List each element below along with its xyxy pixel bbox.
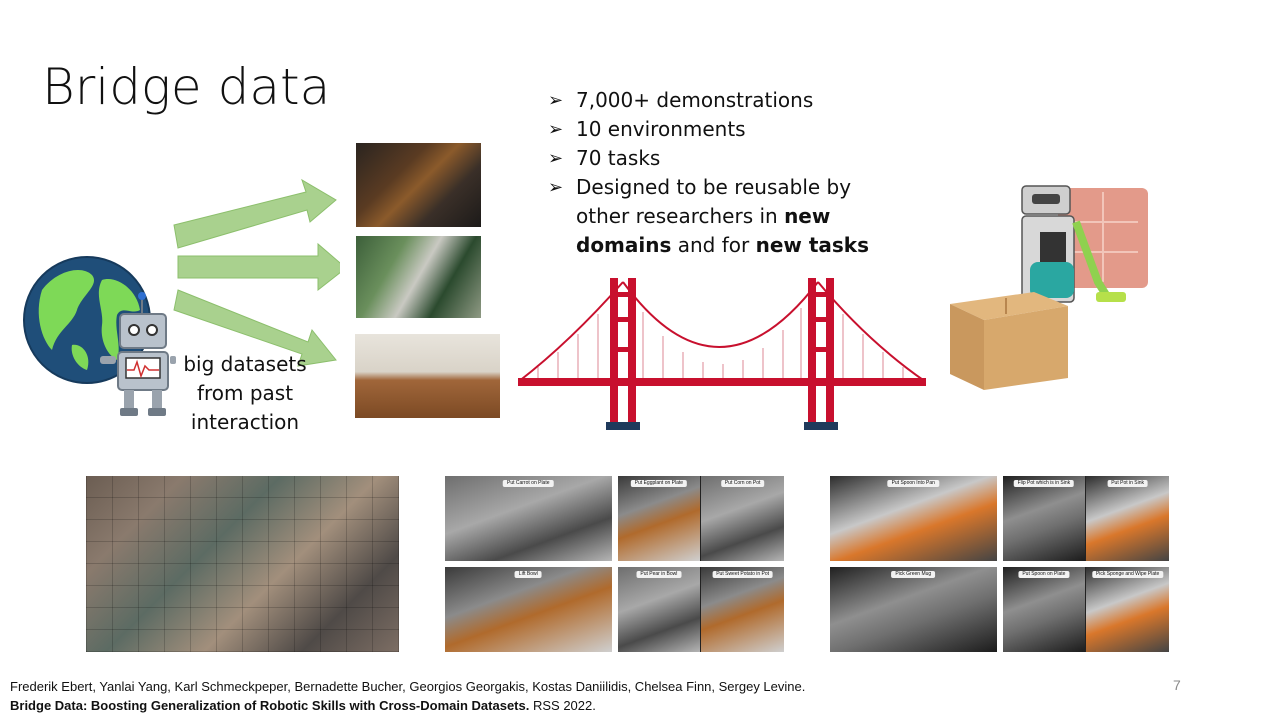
globe-icon <box>23 256 151 384</box>
robot-icon <box>100 292 176 416</box>
cardboard-box-icon <box>950 292 1068 390</box>
arrow-down-right-icon <box>173 289 337 367</box>
task-label: Put Corn on Pot <box>720 480 765 487</box>
task-tile: Pick Sponge and Wipe Plate <box>1086 567 1169 652</box>
task-label: Pick Green Mug <box>891 571 936 578</box>
task-frame: Put Spoon Into Pan <box>830 476 997 561</box>
task-grid-a: Put Carrot on Plate Put Eggplant on Plat… <box>445 476 784 652</box>
bullet-bold-text: new domains <box>576 204 831 257</box>
teal-bag <box>1030 262 1074 298</box>
task-label: Put Carrot on Plate <box>502 480 554 487</box>
task-frame: Put Pear in Bowl Put Sweet Potato in Pot <box>617 567 784 652</box>
task-grid-b: Put Spoon Into Pan Flip Pot which is in … <box>830 476 1169 652</box>
task-label: Put Spoon on Plate <box>1018 571 1070 578</box>
citation-authors: Frederik Ebert, Yanlai Yang, Karl Schmec… <box>10 679 806 694</box>
arrows-graphic <box>173 178 340 367</box>
task-frame: Flip Pot which is in Sink Put Pot in Sin… <box>1002 476 1169 561</box>
home-robot-scene <box>950 185 1148 390</box>
arrow-right-icon <box>177 242 340 292</box>
bullet-text: Designed to be reusable by other researc… <box>576 175 852 228</box>
task-tile: Put Eggplant on Plate <box>617 476 702 561</box>
task-tile: Put Spoon Into Pan <box>830 476 997 561</box>
task-label: Put Sweet Potato in Pot <box>712 571 774 578</box>
arrow-up-right-icon <box>173 178 337 249</box>
task-tile: Put Carrot on Plate <box>445 476 612 561</box>
bridge-icon <box>518 278 926 430</box>
task-label: Put Pear in Bowl <box>636 571 682 578</box>
slide-title: Bridge data <box>42 58 331 116</box>
citation-title: Bridge Data: Boosting Generalization of … <box>10 698 530 713</box>
task-label: Lift Bowl <box>514 571 542 578</box>
caption-line: big datasets <box>183 352 307 376</box>
circuit-board-photo <box>356 236 481 318</box>
task-label: Put Eggplant on Plate <box>630 480 688 487</box>
task-frame: Lift Bowl <box>445 567 612 652</box>
task-tile: Put Sweet Potato in Pot <box>701 567 784 652</box>
bullet-text: and for <box>671 233 756 257</box>
cooking-photo <box>356 143 481 227</box>
caption-line: from past <box>196 381 294 405</box>
bullet-item: ➢ Designed to be reusable by other resea… <box>548 173 878 260</box>
bullet-text: 10 environments <box>576 117 746 141</box>
bullet-text: 70 tasks <box>576 146 661 170</box>
task-tile: Lift Bowl <box>445 567 612 652</box>
bullet-arrow-icon: ➢ <box>548 148 564 169</box>
task-tile: Pick Green Mug <box>830 567 997 652</box>
task-frame: Put Carrot on Plate <box>445 476 612 561</box>
task-frame: Put Spoon on Plate Pick Sponge and Wipe … <box>1002 567 1169 652</box>
bullet-bold-text: new tasks <box>755 233 870 257</box>
task-frame: Pick Green Mug <box>830 567 997 652</box>
mopping-photo <box>355 334 500 418</box>
dataset-mosaic-image <box>86 476 399 652</box>
bullet-arrow-icon: ➢ <box>548 119 564 140</box>
bullet-arrow-icon: ➢ <box>548 90 564 111</box>
bullet-item: ➢ 70 tasks <box>548 144 878 173</box>
citation-venue: RSS 2022. <box>529 698 596 713</box>
task-label: Pick Sponge and Wipe Plate <box>1091 571 1164 578</box>
task-label: Put Pot in Sink <box>1107 480 1149 487</box>
bullet-item: ➢ 10 environments <box>548 115 878 144</box>
task-tile: Put Pear in Bowl <box>617 567 702 652</box>
task-tile: Put Corn on Pot <box>701 476 784 561</box>
page-number: 7 <box>1173 677 1181 693</box>
task-label: Put Spoon Into Pan <box>887 480 939 487</box>
bullet-list: ➢ 7,000+ demonstrations ➢ 10 environment… <box>548 86 878 260</box>
task-tile: Put Spoon on Plate <box>1002 567 1087 652</box>
bullet-text: 7,000+ demonstrations <box>576 88 814 112</box>
bullet-arrow-icon: ➢ <box>548 177 564 198</box>
datasets-caption: big datasets from past interaction <box>180 350 310 437</box>
citation: Frederik Ebert, Yanlai Yang, Karl Schmec… <box>10 677 805 715</box>
task-label: Flip Pot which is in Sink <box>1013 480 1075 487</box>
bullet-item: ➢ 7,000+ demonstrations <box>548 86 878 115</box>
task-frame: Put Eggplant on Plate Put Corn on Pot <box>617 476 784 561</box>
task-tile: Flip Pot which is in Sink <box>1002 476 1087 561</box>
caption-line: interaction <box>190 410 300 434</box>
task-tile: Put Pot in Sink <box>1086 476 1169 561</box>
